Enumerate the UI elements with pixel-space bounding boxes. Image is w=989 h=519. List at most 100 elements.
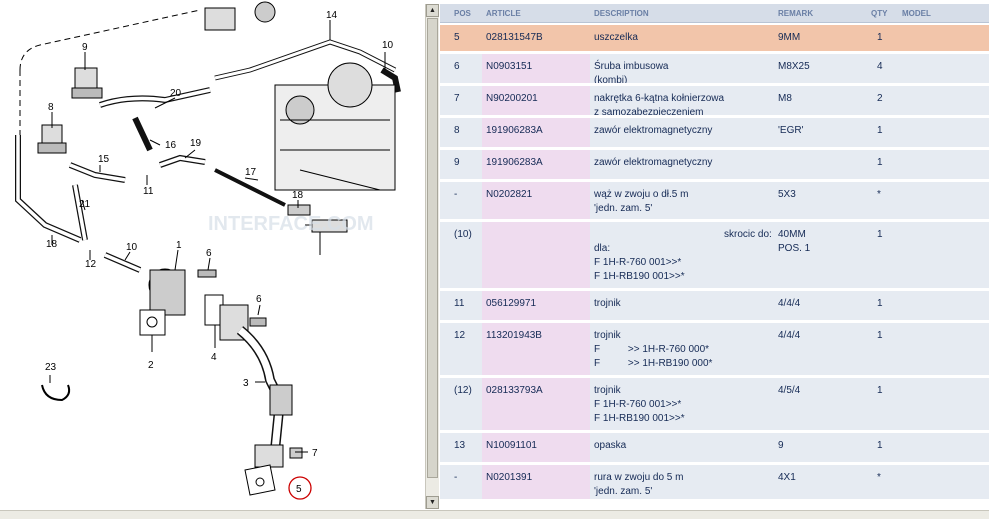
cell-article: N0201391 (486, 472, 533, 483)
callout-11[interactable]: 11 (143, 186, 154, 197)
callout-17[interactable]: 16 (165, 140, 177, 151)
cell-article: 191906283A (486, 125, 543, 136)
table-header: POS ARTICLE DESCRIPTION REMARK QTY MODEL (440, 4, 989, 23)
cell-desc-note: skrocic do: (724, 229, 772, 240)
parts-table: POS ARTICLE DESCRIPTION REMARK QTY MODEL… (440, 4, 989, 509)
cell-desc: zawór elektromagnetyczny (594, 157, 713, 168)
cell-qty: 1 (877, 32, 883, 43)
callout-21[interactable]: 20 (170, 88, 182, 99)
callout-10-top[interactable]: 10 (382, 40, 394, 51)
cell-remark: 5X3 (778, 189, 796, 200)
callout-22[interactable]: 21 (79, 199, 91, 210)
article-column-bg (482, 465, 590, 499)
cell-qty: 1 (877, 385, 883, 396)
cell-pos: 7 (454, 93, 460, 104)
cell-article: 056129971 (486, 298, 537, 309)
table-row[interactable]: - N0201391 rura w zwoju do 5 m 'jedn. zam.… (440, 465, 989, 499)
cell-desc: trojnik (594, 298, 621, 309)
cell-qty: 1 (877, 298, 883, 309)
header-pos[interactable]: POS (454, 9, 471, 18)
callout-20[interactable]: 19 (190, 138, 202, 149)
cell-remark: 'EGR' (778, 125, 804, 136)
cell-article: N0903151 (486, 61, 533, 72)
scroll-down-icon[interactable]: ▼ (426, 496, 439, 509)
article-column-bg (482, 323, 590, 375)
row-divider (440, 430, 989, 433)
cell-remark: M8 (778, 93, 792, 104)
table-row[interactable]: (10) dla: F 1H-R-760 001>>* F 1H-RB190 0… (440, 222, 989, 288)
article-column-bg (482, 291, 590, 320)
cell-qty: 1 (877, 157, 883, 168)
scroll-up-icon[interactable]: ▲ (426, 4, 439, 17)
cell-qty: 4 (877, 61, 883, 72)
row-divider (440, 320, 989, 323)
header-description[interactable]: DESCRIPTION (594, 9, 649, 18)
parts-diagram[interactable]: INTERFACE.COM 14 9 10 20 8 16 19 15 17 1… (0, 0, 422, 510)
cell-remark: 4/4/4 (778, 330, 801, 341)
cell-remark: M8X25 (778, 61, 810, 72)
scroll-thumb[interactable] (427, 18, 438, 478)
callout-6[interactable]: 6 (256, 294, 262, 305)
callout-5-highlighted[interactable]: 5 (296, 484, 302, 495)
cell-pos: 12 (454, 330, 466, 341)
cell-desc: Śruba imbusowa (kombi) (594, 61, 669, 86)
table-row[interactable]: 9 191906283A zawór elektromagnetyczny 1 (440, 150, 989, 179)
article-column-bg (482, 222, 590, 288)
exploded-view-drawing: INTERFACE.COM 14 9 10 20 8 16 19 15 17 1… (15, 1, 401, 500)
cell-pos: 5 (454, 32, 460, 43)
cell-qty: 1 (877, 440, 883, 451)
callout-19[interactable]: 18 (46, 239, 58, 250)
header-article[interactable]: ARTICLE (486, 9, 521, 18)
row-divider (440, 288, 989, 291)
callout-7[interactable]: 7 (312, 448, 318, 459)
callout-2[interactable]: 2 (148, 360, 154, 371)
row-divider (440, 115, 989, 118)
table-row[interactable]: 6 N0903151 Śruba imbusowa (kombi) M8X25 4 (440, 54, 989, 86)
cell-pos: 6 (454, 61, 460, 72)
cell-article: 191906283A (486, 157, 543, 168)
row-divider (440, 219, 989, 222)
header-model[interactable]: MODEL (902, 9, 931, 18)
callout-10[interactable]: 10 (126, 242, 138, 253)
cell-pos: - (454, 472, 458, 483)
cell-qty: * (877, 189, 881, 200)
callout-9[interactable]: 9 (82, 42, 88, 53)
table-scrollbar[interactable]: ▲ ▼ (425, 4, 439, 509)
callout-18[interactable]: 18 (292, 190, 304, 201)
callout-4[interactable]: 4 (211, 352, 217, 363)
cell-qty: * (877, 472, 881, 483)
header-remark[interactable]: REMARK (778, 9, 814, 18)
article-column-bg (482, 150, 590, 179)
cell-desc: wąż w zwoju o dł.5 m 'jedn. zam. 5' (594, 189, 689, 214)
cell-article: N0202821 (486, 189, 533, 200)
cell-article: N90200201 (486, 93, 538, 104)
callout-8[interactable]: 8 (48, 102, 54, 113)
row-divider (440, 462, 989, 465)
row-divider (440, 147, 989, 150)
cell-qty: 1 (877, 125, 883, 136)
header-qty[interactable]: QTY (871, 9, 888, 18)
callout-3[interactable]: 3 (243, 378, 249, 389)
article-column-bg (482, 433, 590, 462)
callout-1[interactable]: 1 (176, 240, 182, 251)
callout-6-top[interactable]: 6 (206, 248, 212, 259)
cell-desc: rura w zwoju do 5 m 'jedn. zam. 5' (594, 472, 684, 497)
cell-pos: 9 (454, 157, 460, 168)
watermark: INTERFACE.COM (208, 213, 374, 235)
callout-14[interactable]: 14 (326, 10, 338, 21)
callout-16[interactable]: 15 (98, 154, 110, 165)
article-column-bg (482, 54, 590, 83)
row-divider (440, 83, 989, 86)
cell-pos: 11 (454, 298, 465, 309)
callout-12[interactable]: 12 (85, 259, 97, 270)
callout-15[interactable]: 17 (245, 167, 257, 178)
callout-23[interactable]: 23 (45, 362, 57, 373)
